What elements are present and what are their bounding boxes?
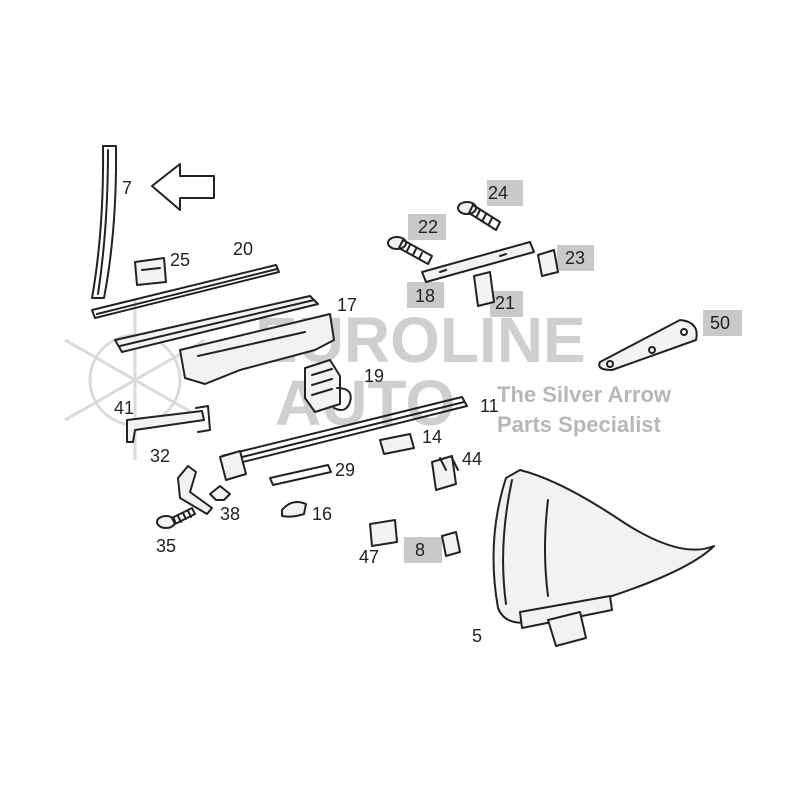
part-38-push-clip (209, 485, 231, 501)
part-47-pad (369, 519, 398, 547)
callout-23-highlight (557, 245, 594, 271)
callout-8-highlight (404, 537, 442, 563)
part-25-clip (134, 257, 167, 286)
callout-38: 38 (220, 504, 240, 524)
callout-24: 24 (488, 183, 508, 203)
callout-22-highlight (408, 214, 446, 240)
callout-23: 23 (565, 248, 585, 268)
callout-21-highlight (490, 291, 523, 317)
part-19-lock-block (304, 359, 352, 413)
callout-18-highlight (407, 282, 444, 308)
part-8-clip (441, 531, 461, 557)
watermark-tagline1: The Silver Arrow (497, 382, 672, 407)
part-17-guide-rail (114, 295, 335, 385)
part-7-window-channel (91, 145, 118, 299)
part-24-bolt (457, 201, 501, 231)
part-11-guide-bar (219, 396, 468, 481)
part-41-bracket (126, 405, 211, 443)
part-5-quarter-window (492, 469, 715, 647)
callout-44: 44 (462, 449, 482, 469)
part-32-lever (177, 465, 213, 515)
part-20-seal-strip (91, 264, 280, 319)
callout-16: 16 (312, 504, 332, 524)
callout-20: 20 (233, 239, 253, 259)
callout-50-highlight (703, 310, 742, 336)
callout-17: 17 (337, 295, 357, 315)
callout-11: 11 (480, 396, 499, 416)
part-21-clip (473, 271, 495, 307)
part-23-nut-clip (537, 249, 559, 277)
callout-18: 18 (415, 286, 435, 306)
callout-41: 41 (114, 398, 134, 418)
part-50-plate (598, 319, 698, 371)
callout-14: 14 (422, 427, 442, 447)
callout-24-highlight (487, 180, 523, 206)
callout-25: 25 (170, 250, 190, 270)
callout-35: 35 (156, 536, 176, 556)
part-29-rod (269, 464, 332, 486)
arrow-left-outline-icon (151, 163, 215, 211)
callout-29: 29 (335, 460, 355, 480)
part-16-cap (281, 501, 307, 518)
watermark: EUROLINE AUTO The Silver Arrow Parts Spe… (64, 300, 672, 460)
callout-32: 32 (150, 446, 170, 466)
part-44-clip (431, 455, 459, 491)
callout-8: 8 (415, 540, 425, 560)
callout-21: 21 (495, 293, 515, 313)
watermark-tagline2: Parts Specialist (497, 412, 662, 437)
part-18-bracket-strip (421, 241, 535, 283)
callout-22: 22 (418, 217, 438, 237)
callout-7: 7 (122, 178, 132, 198)
callout-19: 19 (364, 366, 384, 386)
callout-5: 5 (472, 626, 482, 646)
part-22-bolt (387, 236, 433, 265)
callout-50: 50 (710, 313, 730, 333)
part-14-slider (379, 433, 415, 455)
part-35-screw (156, 507, 196, 529)
callout-47: 47 (359, 547, 379, 567)
